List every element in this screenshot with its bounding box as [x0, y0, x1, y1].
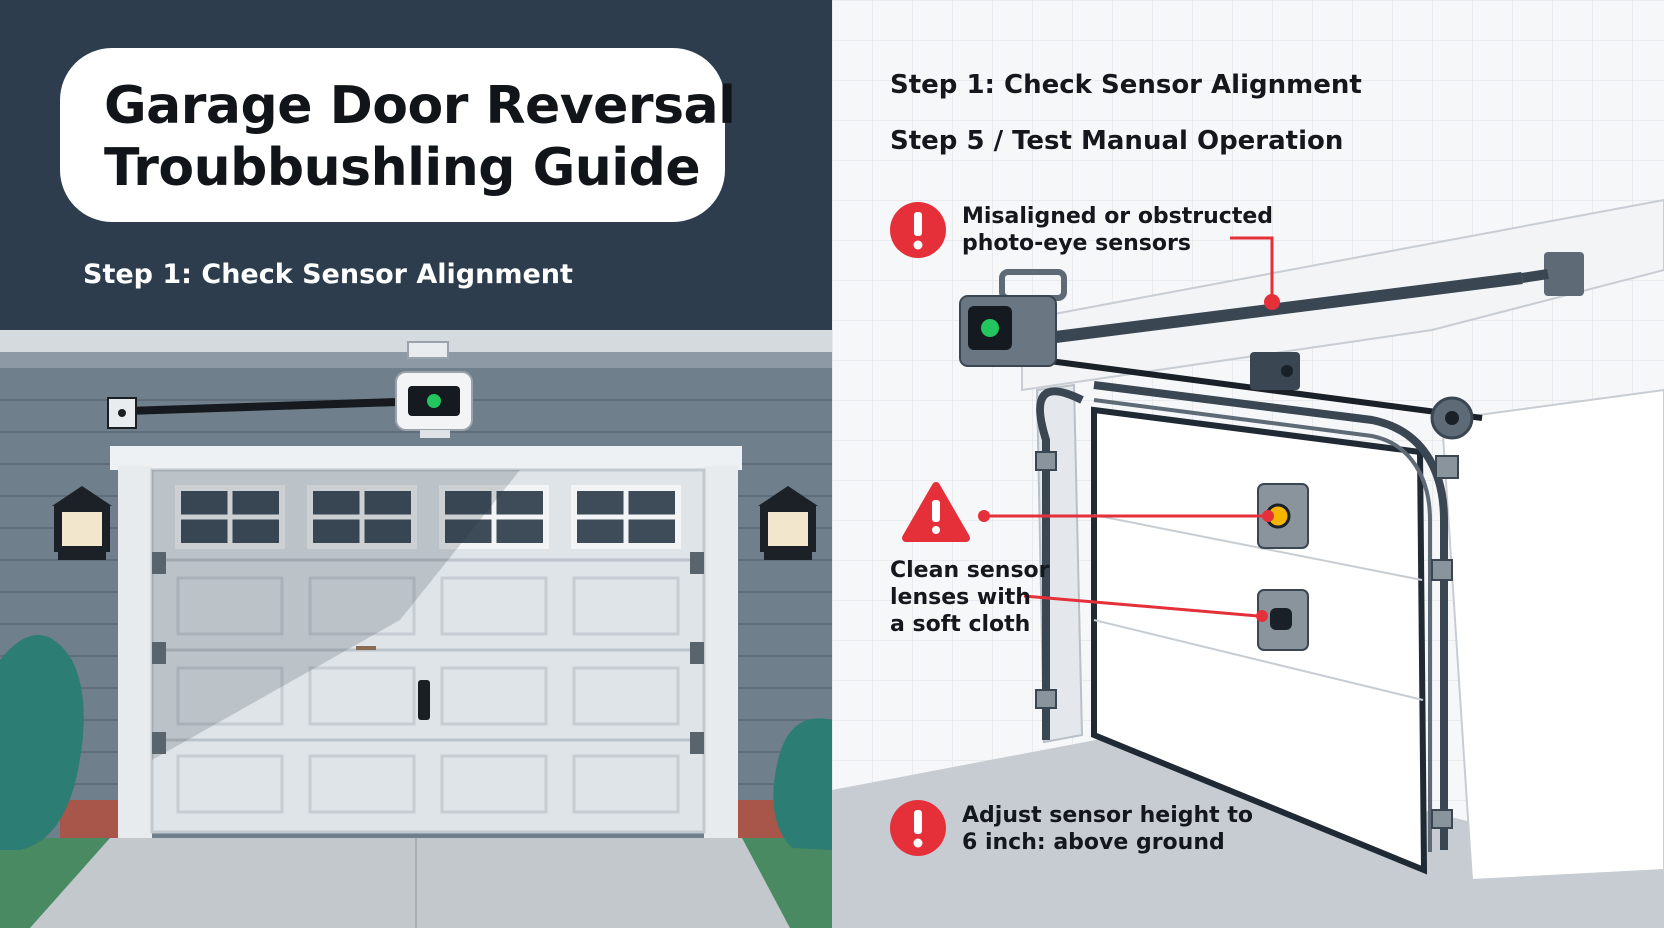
alert-circle-icon	[890, 800, 946, 856]
page-title-line-2: Troubbushling Guide	[104, 138, 701, 198]
callout-text-line: lenses with	[890, 585, 1031, 610]
shrub-right	[773, 718, 832, 850]
callout-sensor-height: Adjust sensor height to 6 inch: above gr…	[962, 802, 1253, 856]
door-frame-left	[118, 466, 152, 840]
motor-status-light	[981, 319, 999, 337]
step-label: Step 1: Check Sensor Alignment	[83, 259, 573, 290]
opener-bracket	[407, 341, 449, 359]
door-frame-top	[110, 446, 742, 470]
top-track	[1093, 381, 1448, 850]
sensor-light	[427, 394, 441, 408]
wall-lantern-left	[52, 486, 112, 560]
callout-misaligned-sensors: Misaligned or obstructed photo-eye senso…	[962, 203, 1273, 257]
callout-text-line: Clean sensor	[890, 558, 1050, 583]
callout-text-line: a soft cloth	[890, 612, 1031, 637]
leader-line-3	[1023, 594, 1259, 618]
lawn-left	[0, 838, 110, 928]
step-5-heading: Step 5 / Test Manual Operation	[890, 126, 1344, 156]
door-panels	[176, 576, 680, 814]
callout-text-line: 6 inch: above ground	[962, 830, 1225, 855]
side-wall	[1440, 388, 1664, 882]
callout-text-line: photo-eye sensors	[962, 231, 1191, 256]
page-title-line-1: Garage Door Reversal	[104, 76, 736, 136]
callout-clean-lenses: Clean sensor lenses with a soft cloth	[890, 557, 1050, 638]
title-card: Garage Door Reversal Troubbushling Guide	[60, 48, 736, 222]
lawn-right	[742, 838, 832, 928]
step-1-heading: Step 1: Check Sensor Alignment	[890, 70, 1362, 100]
floor	[832, 735, 1664, 928]
door-handle	[418, 680, 430, 720]
wall-lantern-right	[758, 486, 818, 560]
garage-exterior-illustration: Garage Door Reversal Troubbushling Guide…	[0, 0, 832, 928]
warning-triangle-icon	[902, 482, 970, 542]
rail-end-bracket	[1544, 252, 1584, 296]
callout-text-line: Misaligned or obstructed	[962, 204, 1274, 229]
leader-line-1	[1230, 236, 1274, 300]
sensor-diagram: Step 1: Check Sensor Alignment Step 5 / …	[832, 0, 1664, 928]
left-track	[1036, 387, 1084, 740]
callout-text-line: Adjust sensor height to	[962, 803, 1253, 828]
shrub-left	[0, 635, 84, 850]
alert-circle-icon	[890, 202, 946, 258]
trolley	[1250, 352, 1300, 390]
opener-rail	[1031, 272, 1523, 346]
door-frame-right	[704, 466, 738, 840]
